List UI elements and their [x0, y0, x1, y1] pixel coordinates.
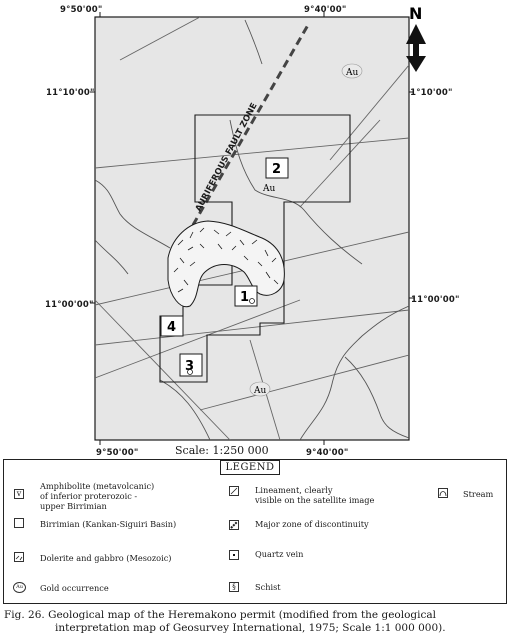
coordinate-ticks: [90, 12, 414, 445]
legend-dolerite: Dolerite and gabbro (Mesozoic): [40, 553, 172, 563]
dolerite-hatch: [173, 227, 279, 293]
legend-stream: Stream: [463, 489, 494, 499]
streams: [95, 19, 409, 440]
caption-line-1: Fig. 26. Geological map of the Heremakon…: [4, 609, 437, 621]
amphibolite-symbol: v: [14, 489, 24, 499]
scale-text: Scale: 1:250 000: [175, 444, 269, 457]
quartz-vein-symbol: [229, 550, 239, 560]
legend-lineament-2: visible on the satellite image: [255, 495, 375, 505]
zone-box-3: 3: [179, 353, 203, 377]
svg-text:2: 2: [272, 162, 281, 177]
caption-line-2: interpretation map of Geosurvey Internat…: [55, 622, 446, 634]
au-label-center: Au: [262, 184, 275, 194]
legend-schist: Schist: [255, 582, 281, 592]
svg-text:1: 1: [240, 290, 249, 305]
coord-bottom-left: 9°50'00": [96, 448, 139, 458]
birrimian-symbol: [14, 518, 24, 528]
svg-text:3: 3: [185, 359, 194, 374]
discontinuity-symbol: [229, 520, 239, 530]
legend-amphibolite-2: of inferior proterozoic -: [40, 491, 138, 501]
au-label-south: Au: [253, 386, 266, 396]
figure-caption: Fig. 26. Geological map of the Heremakon…: [4, 609, 510, 635]
svg-text:N: N: [409, 4, 422, 23]
coord-left-lower: 11°00'00": [45, 300, 94, 310]
coord-top-left: 9°50'00": [60, 5, 103, 15]
gold-occurrence-icon: Au: [13, 582, 26, 593]
coord-right-lower: 11°00'00": [411, 295, 460, 305]
dolerite-symbol: [14, 552, 24, 562]
legend-birrimian: Birrimian (Kankan-Siguiri Basin): [40, 519, 177, 529]
legend-box: [3, 459, 507, 604]
schist-symbol: §: [229, 582, 239, 592]
legend-amphibolite-1: Amphibolite (metavolcanic): [40, 481, 155, 491]
svg-text:4: 4: [167, 320, 176, 335]
gold-occurrences: [249, 63, 363, 397]
zone-box-2: 2: [265, 157, 289, 179]
coord-right-upper: 11°10'00": [404, 88, 453, 98]
legend-discontinuity: Major zone of discontinuity: [255, 519, 369, 529]
north-arrow-icon: N: [406, 4, 426, 72]
legend-amphibolite-3: upper Birrimian: [40, 501, 107, 511]
coord-left-upper: 11°10'00": [46, 88, 95, 98]
au-label-ne: Au: [345, 68, 358, 78]
legend-gold: Gold occurrence: [40, 583, 109, 593]
zone-box-4: 4: [160, 315, 184, 337]
stream-symbol: [438, 488, 448, 498]
coord-bottom-right: 9°40'00": [306, 448, 349, 458]
lineament-symbol: [229, 486, 239, 496]
geological-map: Au Au Au AURIFEROUS FAULT ZONE 2 1 4 3 N: [90, 4, 426, 445]
zone-box-1: 1: [234, 285, 258, 307]
legend-quartz: Quartz vein: [255, 549, 304, 559]
legend-title: LEGEND: [220, 460, 280, 475]
dolerite-gabbro-body: [167, 220, 285, 308]
coord-top-right: 9°40'00": [304, 5, 347, 15]
legend-lineament-1: Lineament, clearly: [255, 485, 333, 495]
